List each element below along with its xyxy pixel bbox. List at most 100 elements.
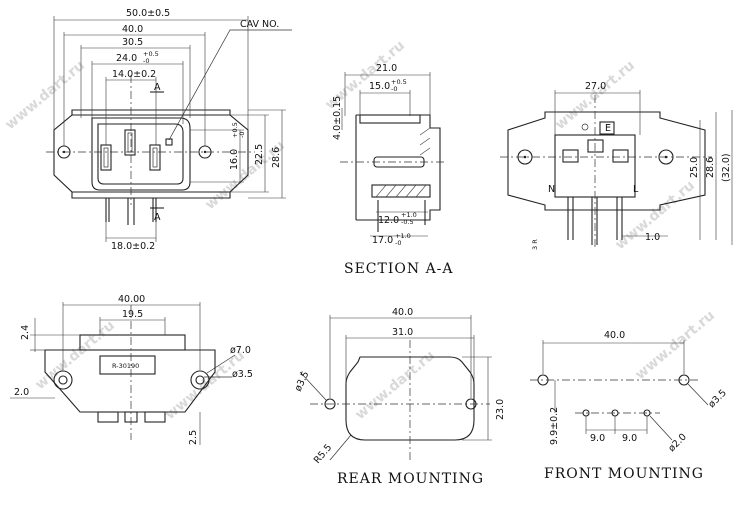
- dim-rear-r: 3 R: [531, 239, 539, 250]
- cav-label: CAV NO.: [240, 19, 279, 30]
- dim-section-12: 12.0: [378, 215, 399, 226]
- inlet-cavity: [97, 123, 184, 185]
- pin-left: [100, 144, 112, 171]
- pin-e-label: E: [605, 123, 611, 134]
- side-label-box: [99, 355, 156, 375]
- dim-fm-d2: ø2.0: [666, 432, 689, 455]
- side-flange: [44, 349, 216, 413]
- dim-width-14: 14.0±0.2: [112, 69, 156, 80]
- dim-rm-23: 23.0: [495, 399, 506, 420]
- side-hole-left-inner: [58, 375, 68, 385]
- dim-rear-25: 25.0: [689, 157, 700, 178]
- section-top-flange: [359, 114, 421, 124]
- dim-width-30-5: 30.5: [122, 37, 143, 48]
- dim-side-2: 2.0: [14, 387, 29, 398]
- dim-side-d3-5: ø3.5: [232, 369, 253, 380]
- side-terminal: [97, 411, 119, 423]
- cav-leader: [168, 29, 292, 141]
- section-mark-bottom: A: [154, 212, 161, 223]
- watermark: www.dart.ru: [2, 58, 88, 134]
- rear-mounting-title: REAR MOUNTING: [337, 471, 484, 487]
- dim-side-19-5: 19.5: [122, 309, 143, 320]
- side-hole-right-inner: [195, 375, 205, 385]
- pin-center: [124, 129, 136, 156]
- rear-terminal-n: [562, 149, 579, 163]
- rear-hole-left-center: [523, 155, 527, 159]
- dim-width-40: 40.0: [122, 24, 143, 35]
- dim-width-overall: 50.0±0.5: [126, 8, 170, 19]
- dim-section-17-tol: +1.0-0: [395, 232, 411, 247]
- rear-mount-hole-left: [324, 398, 336, 410]
- dim-rm-r5-5: R5.5: [312, 442, 334, 466]
- watermark: www.dart.ru: [352, 348, 438, 424]
- cavity-number-box: [165, 138, 173, 146]
- dim-rear-28-6: 28.6: [705, 157, 716, 178]
- rm-radius-leader: [329, 434, 352, 461]
- side-hole-right: [190, 370, 210, 390]
- side-view: R-30190 40.00 19.5 2.4 2.0 ø7.0 ø3.5 2.5: [10, 294, 253, 445]
- pin-l-label: L: [633, 184, 639, 195]
- front-mounting-view: 40.0 9.9±0.2 9.0 9.0 ø2.0 ø3.5 FRONT MOU…: [530, 330, 729, 482]
- d7-leader: [206, 354, 236, 374]
- ground-symbol-icon: [581, 123, 589, 131]
- side-part-label: R-30190: [112, 362, 139, 370]
- fm-hole-leader: [687, 383, 709, 406]
- dim-rear-27: 27.0: [585, 81, 606, 92]
- dim-height-16: 16.0: [229, 149, 240, 170]
- dim-height-16-tol: +0.5-0: [231, 122, 246, 138]
- pin-center-inner: [127, 132, 133, 153]
- section-bottom-body: [371, 184, 431, 198]
- front-mounting-title: FRONT MOUNTING: [544, 466, 704, 482]
- fm-pin-leader: [649, 415, 673, 441]
- front-view: A A CAV NO. 50.0±0.5 40.0 30.5 24.0 +0.5…: [46, 8, 292, 252]
- dim-section-12-tol: +1.0-0.5: [401, 211, 417, 226]
- section-view: 21.0 15.0 +0.5-0 4.0±0.15 12.0 +1.0-0.5 …: [332, 63, 454, 277]
- dim-rear-32: (32.0): [721, 153, 732, 182]
- dim-width-24: 24.0: [116, 53, 137, 64]
- inlet-body: [91, 117, 191, 191]
- dim-fm-9-9: 9.9±0.2: [549, 407, 560, 445]
- rear-view: E N L 27.0 25.0 28.6 (32.0) 1.0 3 R: [500, 81, 733, 250]
- side-terminal: [144, 411, 166, 423]
- rear-terminal-l: [612, 149, 629, 163]
- rear-top-tab: [599, 121, 615, 135]
- dim-fm-d3-5: ø3.5: [706, 388, 729, 411]
- pin-left-inner: [103, 147, 109, 168]
- dim-rear-1: 1.0: [645, 232, 660, 243]
- dim-rm-40: 40.0: [392, 307, 413, 318]
- side-top-body: [79, 334, 186, 351]
- pin-right-inner: [152, 147, 158, 168]
- rear-terminal-e: [587, 139, 604, 153]
- dim-section-15-tol: +0.5-0: [391, 78, 407, 93]
- dim-height-22-5: 22.5: [254, 144, 265, 165]
- section-mark-top: A: [154, 82, 161, 93]
- dim-width-24-tol: +0.5-0: [143, 50, 159, 65]
- side-hole-left: [53, 370, 73, 390]
- dim-section-21: 21.0: [376, 63, 397, 74]
- front-view-dimensions: 50.0±0.5 40.0 30.5 24.0 +0.5-0 14.0±0.2 …: [53, 8, 286, 252]
- dim-side-2-5: 2.5: [188, 430, 199, 445]
- dim-section-17: 17.0: [372, 235, 393, 246]
- pin-right: [149, 144, 161, 171]
- dim-section-15: 15.0: [369, 81, 390, 92]
- dim-bottom-18: 18.0±0.2: [111, 241, 155, 252]
- flange-outline: [53, 109, 249, 199]
- section-hatching: [375, 127, 431, 198]
- dim-side-40: 40.00: [118, 294, 145, 305]
- dim-side-2-4: 2.4: [20, 325, 31, 340]
- dim-rm-31: 31.0: [392, 327, 413, 338]
- mount-hole-right-center: [203, 150, 207, 154]
- section-outline: [356, 114, 441, 221]
- dim-section-4: 4.0±0.15: [332, 96, 343, 140]
- dim-height-28-6: 28.6: [271, 147, 282, 168]
- watermark: www.dart.ru: [632, 308, 718, 384]
- rear-outline: [507, 111, 706, 211]
- dim-fm-9-a: 9.0: [590, 433, 605, 444]
- dim-side-d7: ø7.0: [230, 345, 251, 356]
- section-title: SECTION A-A: [344, 261, 454, 277]
- pin-n-label: N: [548, 184, 555, 195]
- dim-fm-40: 40.0: [604, 330, 625, 341]
- dim-fm-9-b: 9.0: [622, 433, 637, 444]
